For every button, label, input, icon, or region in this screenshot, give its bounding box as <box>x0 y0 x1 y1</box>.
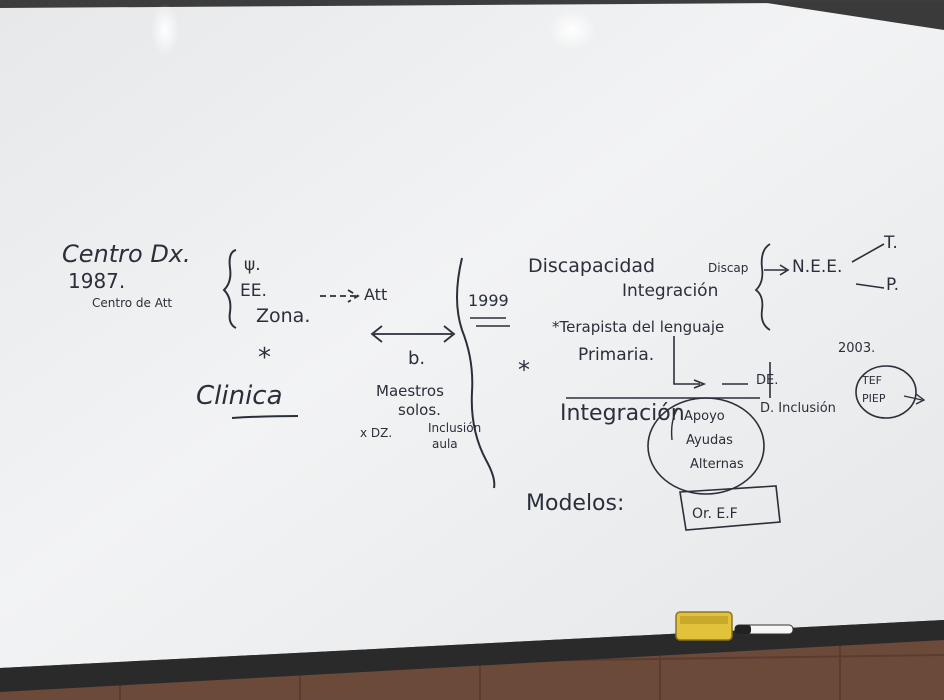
apoyo-bracket <box>670 407 679 441</box>
light-glare-left <box>151 4 179 56</box>
terapista-text: *Terapista del lenguaje <box>552 318 724 336</box>
brace-item-psi: ψ. <box>244 255 261 275</box>
clinica-text: Clinica <box>196 381 283 411</box>
divider-curve <box>456 257 496 489</box>
double-arrow <box>370 325 456 343</box>
alternas-text: Alternas <box>690 457 744 472</box>
apoyo-circle <box>647 397 765 495</box>
light-glare-right <box>548 10 596 50</box>
eraser-top <box>680 616 728 624</box>
tef-piep-circle <box>855 365 917 419</box>
middle-asterisk: * <box>518 356 530 384</box>
discapacidad-text: Discapacidad <box>528 255 655 277</box>
d-inclusion-text: D. Inclusión <box>760 401 836 416</box>
att-text: Att <box>364 285 387 304</box>
p-text: P. <box>886 275 899 295</box>
primaria-arrow <box>673 336 707 389</box>
ayudas-text: Ayudas <box>686 433 733 448</box>
de-text: DE. <box>756 373 778 388</box>
arrow-to-nee <box>764 264 790 276</box>
discap-text: Discap <box>708 261 748 275</box>
left-asterisk: * <box>258 343 271 373</box>
maestros-text: Maestros <box>376 382 444 400</box>
year-1999-text: 1999 <box>468 291 509 310</box>
line-to-t <box>851 243 885 263</box>
brace-item-zona: Zona. <box>256 305 310 327</box>
arrow-to-att <box>320 289 360 303</box>
nee-text: N.E.E. <box>792 257 842 277</box>
marker-cap <box>735 625 751 634</box>
piep-text: PIEP <box>862 392 886 405</box>
inclusion-aula-text: Inclusión <box>428 421 481 435</box>
left-brace <box>222 249 237 329</box>
line-to-p <box>855 283 885 289</box>
double-underline <box>470 317 510 327</box>
clinica-underline <box>231 415 299 419</box>
or-ef-text: Or. E.F <box>692 506 738 522</box>
apoyo-text: Apoyo <box>684 409 725 424</box>
year-1987-text: 1987. <box>68 269 125 293</box>
b-text: b. <box>408 348 425 369</box>
year-2003-text: 2003. <box>838 341 875 356</box>
integracion-text: Integración <box>560 401 685 426</box>
tef-arrow <box>903 393 926 405</box>
integracion-top-text: Integración <box>622 281 718 301</box>
x-dz-text: x DZ. <box>360 426 392 440</box>
board-corner-shadow <box>760 2 944 30</box>
right-brace <box>754 243 771 331</box>
centro-dx-text: Centro Dx. <box>62 240 191 268</box>
tef-text: TEF <box>861 374 882 387</box>
or-ef-box <box>679 485 781 531</box>
solos-text: solos. <box>398 401 441 419</box>
brace-item-ee: EE. <box>240 281 267 301</box>
t-text: T. <box>883 233 898 253</box>
primaria-text: Primaria. <box>578 345 654 365</box>
whiteboard-surface <box>0 2 944 668</box>
modelos-text: Modelos: <box>526 491 624 516</box>
centro-de-att-text: Centro de Att <box>92 296 172 310</box>
aula-text: aula <box>432 437 458 451</box>
